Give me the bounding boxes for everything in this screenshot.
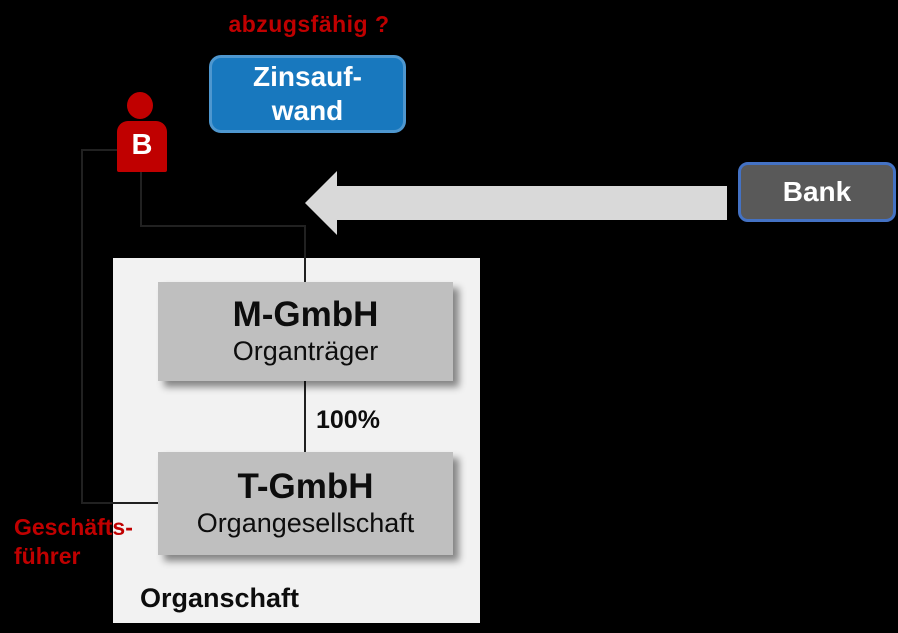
zinsaufwand-box: Zinsauf- wand xyxy=(209,55,406,133)
ownership-percentage-label: 100% xyxy=(316,406,380,434)
connector-b-down xyxy=(140,172,142,227)
geschaeftsfuehrer-line2: führer xyxy=(14,543,81,569)
shareholder-b-icon: B xyxy=(117,121,167,172)
connector-left-to-t-gmbh xyxy=(81,502,158,504)
zinsaufwand-label-line1: Zinsauf- xyxy=(253,61,362,92)
shareholder-initial: B xyxy=(131,129,153,161)
connector-b-horizontal xyxy=(140,225,306,227)
geschaeftsfuehrer-line1: Geschäfts- xyxy=(14,514,133,540)
connector-m-to-t-gmbh xyxy=(304,381,306,452)
connector-b-to-left xyxy=(81,149,118,151)
organschaft-caption: Organschaft xyxy=(140,583,300,613)
geschaeftsfuehrer-label: Geschäfts- führer xyxy=(14,513,133,571)
m-gmbh-title: M-GmbH xyxy=(232,295,379,334)
t-gmbh-title: T-GmbH xyxy=(237,467,374,506)
t-gmbh-subtitle: Organgesellschaft xyxy=(196,508,415,538)
m-gmbh-box: M-GmbH Organträger xyxy=(158,282,453,381)
bank-label: Bank xyxy=(782,176,852,207)
deductible-question-label: abzugsfähig ? xyxy=(228,11,390,37)
connector-left-vertical xyxy=(81,149,83,504)
person-icon xyxy=(127,92,153,119)
bank-box: Bank xyxy=(738,162,896,222)
zinsaufwand-label-line2: wand xyxy=(271,95,344,126)
m-gmbh-subtitle: Organträger xyxy=(232,336,379,366)
connector-to-m-gmbh xyxy=(304,225,306,282)
t-gmbh-box: T-GmbH Organgesellschaft xyxy=(158,452,453,555)
